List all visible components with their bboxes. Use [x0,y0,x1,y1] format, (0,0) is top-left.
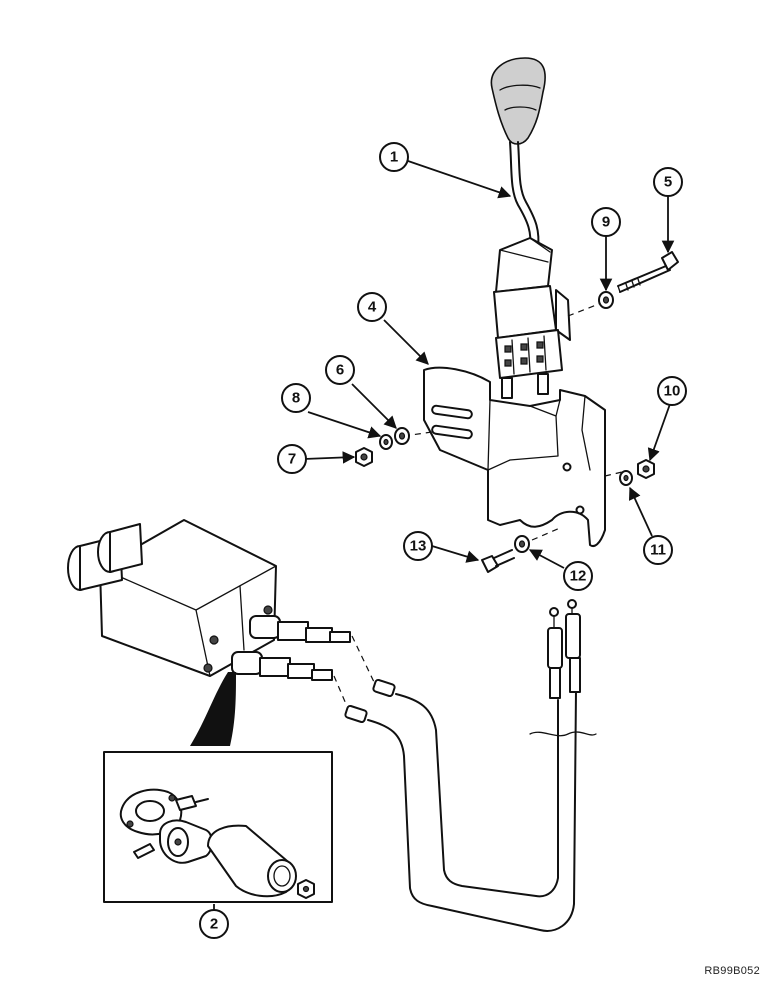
remote-valve-block [67,519,277,677]
svg-text:6: 6 [336,362,344,379]
nut-10 [637,459,655,479]
callout-2: 2 [199,909,229,939]
svg-text:9: 9 [602,214,610,231]
svg-text:2: 2 [210,916,218,933]
drawing-code: RB99B052 [704,965,760,977]
bolt-5 [617,251,679,293]
leader-lines [213,160,675,910]
callout-1: 1 [379,142,409,172]
callout-4: 4 [357,292,387,322]
svg-text:1: 1 [390,149,398,166]
svg-text:13: 13 [410,538,427,555]
callout-7: 7 [277,444,307,474]
svg-text:12: 12 [570,568,587,585]
callout-9: 9 [591,207,621,237]
nut-7 [355,447,373,467]
svg-text:7: 7 [288,451,296,468]
lockwasher-8 [379,434,393,450]
hydraulic-fittings [203,605,375,705]
svg-text:8: 8 [292,390,300,407]
callout-12: 12 [563,561,593,591]
callout-6: 6 [325,355,355,385]
washer-6 [394,427,410,445]
svg-text:4: 4 [368,299,377,316]
callout-8: 8 [281,383,311,413]
svg-text:5: 5 [664,174,672,191]
svg-text:11: 11 [650,542,666,559]
callout-10: 10 [657,376,687,406]
bolt-13 [481,549,515,573]
detail-inset [103,672,333,903]
control-lever-assembly [490,57,605,399]
lockwasher-11 [619,470,633,486]
svg-text:10: 10 [664,383,681,400]
washer-9 [598,291,614,309]
callout-5: 5 [653,167,683,197]
mounting-bracket [403,366,623,548]
callout-13: 13 [403,531,433,561]
callout-11: 11 [643,535,673,565]
control-cables [344,599,597,932]
washer-12 [514,535,530,553]
